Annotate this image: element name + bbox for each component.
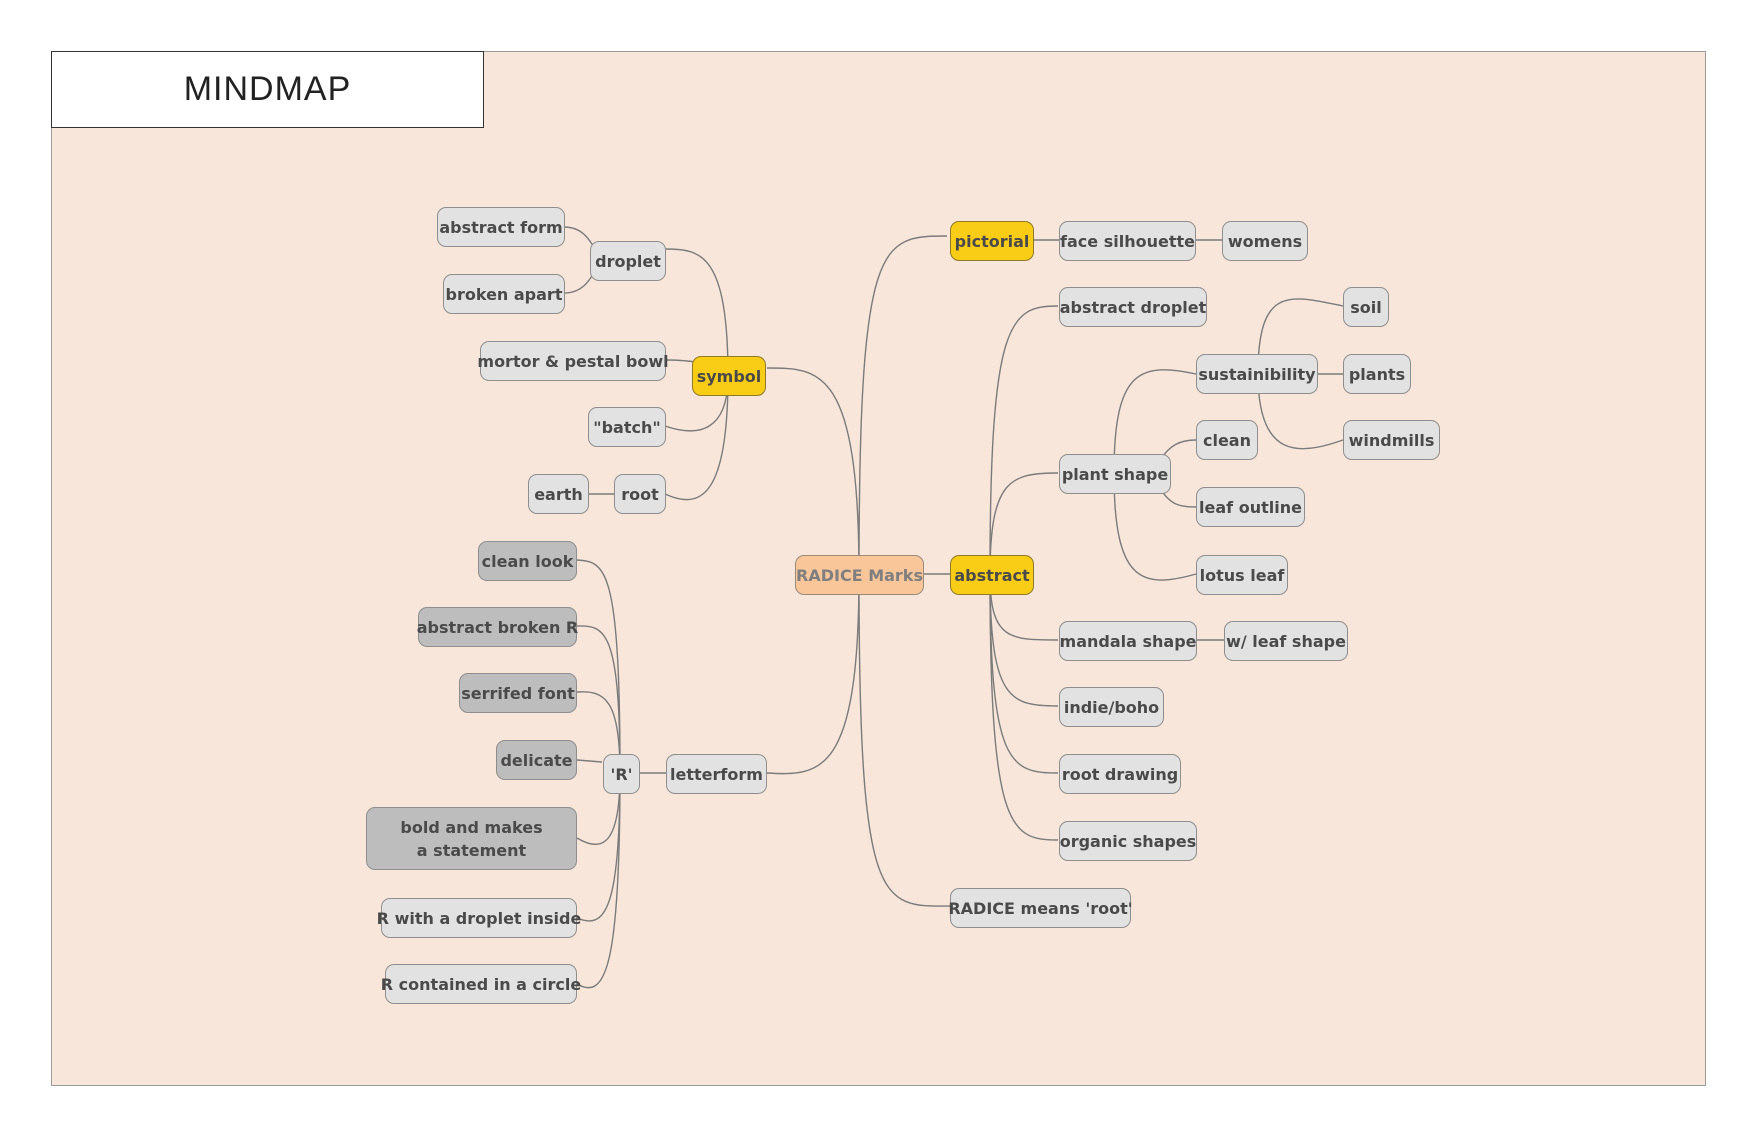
node-face-silhouette[interactable]: face silhouette — [1059, 221, 1196, 261]
link-r-droplet — [576, 772, 621, 922]
node-mortor-pestal[interactable]: mortor & pestal bowl — [477, 341, 669, 381]
link-root-radice-means — [858, 574, 951, 907]
link-abstract-abstract-droplet — [989, 305, 1059, 576]
node-r[interactable]: 'R' — [603, 754, 640, 794]
node-batch[interactable]: "batch" — [588, 407, 666, 447]
node-r-circle[interactable]: R contained in a circle — [381, 964, 581, 1004]
node-abstract-broken-r[interactable]: abstract broken R — [417, 607, 578, 647]
link-r-serrifed — [576, 691, 621, 774]
link-r-broken — [576, 625, 621, 774]
link-symbol-root — [664, 375, 729, 501]
node-soil[interactable]: soil — [1343, 287, 1389, 327]
node-windmills[interactable]: windmills — [1343, 420, 1440, 460]
link-sust-windmills — [1257, 373, 1344, 450]
link-r-circle — [576, 772, 621, 989]
link-plant-sustainibility — [1113, 369, 1197, 474]
link-root-symbol — [766, 367, 860, 576]
branch-letterform[interactable]: letterform — [666, 754, 767, 794]
node-broken-apart[interactable]: broken apart — [443, 274, 565, 314]
link-r-delicate — [576, 759, 603, 763]
link-sust-soil — [1257, 298, 1344, 375]
node-indie-boho[interactable]: indie/boho — [1059, 687, 1164, 727]
node-sustainibility[interactable]: sustainibility — [1196, 354, 1318, 394]
node-root[interactable]: root — [614, 474, 666, 514]
node-abstract-form[interactable]: abstract form — [437, 207, 565, 247]
node-clean[interactable]: clean — [1196, 420, 1258, 460]
node-abstract-droplet[interactable]: abstract droplet — [1059, 287, 1207, 327]
link-r-clean-look — [576, 559, 621, 774]
node-lotus-leaf[interactable]: lotus leaf — [1196, 555, 1288, 595]
link-abstract-organic — [989, 574, 1059, 841]
link-symbol-droplet — [664, 248, 729, 377]
node-earth[interactable]: earth — [528, 474, 589, 514]
link-root-pictorial — [858, 235, 948, 576]
node-bold-statement[interactable]: bold and makes a statement — [366, 807, 577, 870]
node-womens[interactable]: womens — [1222, 221, 1308, 261]
branch-pictorial[interactable]: pictorial — [950, 221, 1034, 261]
branch-abstract[interactable]: abstract — [950, 555, 1034, 595]
node-leaf-shape[interactable]: w/ leaf shape — [1224, 621, 1348, 661]
link-plant-lotus — [1113, 472, 1197, 581]
node-plant-shape[interactable]: plant shape — [1059, 454, 1171, 494]
link-root-letterform — [766, 574, 860, 775]
node-root-drawing[interactable]: root drawing — [1059, 754, 1181, 794]
node-delicate[interactable]: delicate — [496, 740, 577, 780]
node-organic-shapes[interactable]: organic shapes — [1059, 821, 1197, 861]
node-plants[interactable]: plants — [1343, 354, 1411, 394]
page-title: MINDMAP — [51, 51, 484, 128]
branch-symbol[interactable]: symbol — [692, 356, 766, 396]
node-droplet[interactable]: droplet — [590, 241, 666, 281]
node-r-droplet-inside[interactable]: R with a droplet inside — [377, 898, 581, 938]
root-node[interactable]: RADICE Marks — [795, 555, 924, 595]
node-serrifed-font[interactable]: serrifed font — [459, 673, 577, 713]
node-leaf-outline[interactable]: leaf outline — [1196, 487, 1305, 527]
branch-radice-means[interactable]: RADICE means 'root' — [948, 888, 1133, 928]
link-abstract-plant-shape — [989, 472, 1059, 576]
node-clean-look[interactable]: clean look — [478, 541, 577, 581]
node-mandala-shape[interactable]: mandala shape — [1059, 621, 1197, 661]
